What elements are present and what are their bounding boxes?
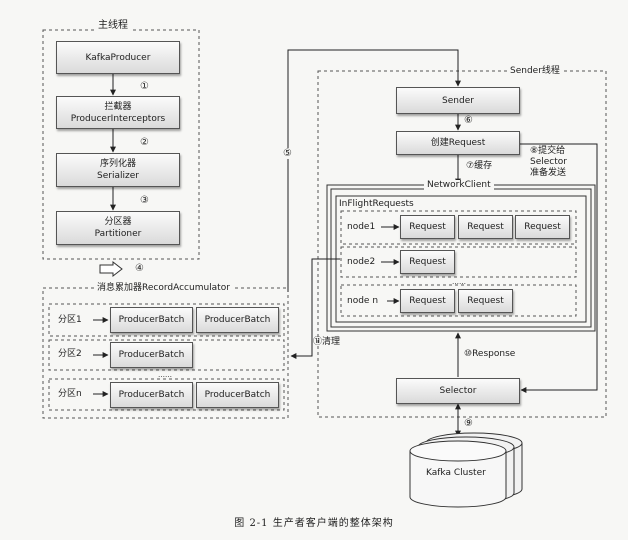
step-1-label: ①: [140, 81, 149, 92]
node-row-frame: [340, 246, 577, 278]
producer-batch: ProducerBatch: [196, 382, 279, 408]
producer-batch-label: ProducerBatch: [204, 390, 271, 400]
step-4-label: ④: [135, 263, 144, 274]
step-3-label: ③: [140, 195, 149, 206]
request-box: Request: [400, 289, 455, 313]
step-7-label: ⑦缓存: [466, 161, 493, 171]
node-row-frame: [340, 284, 577, 317]
request-box: Request: [400, 215, 455, 239]
kafka-producer-box: KafkaProducer: [56, 41, 180, 74]
node-ellipsis: ……: [452, 278, 466, 286]
arrow-4-hollow: [99, 260, 123, 278]
create-request-label: 创建Request: [430, 138, 486, 148]
create-request-box: 创建Request: [396, 131, 520, 155]
step-6-label: ⑥: [464, 115, 473, 126]
partition-label: 分区1: [58, 315, 82, 325]
arrow-11: [290, 258, 340, 359]
accumulator-title: 消息累加器RecordAccumulator: [94, 283, 233, 294]
producer-batch-label: ProducerBatch: [204, 315, 271, 325]
node-label: node n: [347, 296, 379, 306]
node-label: node2: [347, 257, 376, 267]
partition-label: 分区2: [58, 349, 82, 359]
step-5-label: ⑤: [283, 148, 292, 159]
step-10-label: ⑩Response: [464, 349, 516, 359]
partition-row-frame: [48, 303, 285, 337]
producer-batch-label: ProducerBatch: [118, 350, 185, 360]
step-8-label: ⑧提交给: [530, 146, 566, 156]
sender-thread-title: Sender线程: [507, 66, 563, 77]
partition-row-frame: [48, 378, 285, 411]
request-box: Request: [458, 215, 513, 239]
selector-label: Selector: [439, 386, 477, 396]
sender-box: Sender: [396, 87, 520, 114]
request-box: Request: [458, 289, 513, 313]
partitioner-label-cn: 分区器: [104, 217, 132, 227]
arrow-8: [520, 143, 598, 393]
request-label: Request: [409, 222, 446, 232]
request-label: Request: [467, 222, 504, 232]
kafka-cluster-cylinders: [409, 432, 523, 508]
step-2-label: ②: [140, 137, 149, 148]
producer-batch-label: ProducerBatch: [118, 390, 185, 400]
partitioner-box: 分区器 Partitioner: [56, 211, 180, 245]
serializer-box: 序列化器 Serializer: [56, 153, 180, 187]
producer-batch: ProducerBatch: [110, 307, 193, 333]
network-client-title: NetworkClient: [424, 180, 494, 191]
request-label: Request: [524, 222, 561, 232]
arrow-5: [287, 49, 461, 292]
node-row-frame: [340, 210, 577, 245]
step-9-label: ⑨: [464, 418, 473, 429]
interceptors-box: 拦截器 ProducerInterceptors: [56, 96, 180, 129]
step-8-selector: Selector: [530, 157, 567, 167]
producer-batch: ProducerBatch: [110, 342, 193, 368]
node-label: node1: [347, 222, 376, 232]
step-8-prepare: 准备发送: [530, 168, 567, 178]
kafka-cluster-label: Kafka Cluster: [426, 468, 486, 478]
partitioner-label-en: Partitioner: [94, 229, 142, 239]
step-11-label: ⑪清理: [313, 337, 341, 347]
request-label: Request: [467, 296, 504, 306]
sender-label: Sender: [442, 95, 474, 106]
producer-batch: ProducerBatch: [110, 382, 193, 408]
request-label: Request: [409, 296, 446, 306]
figure-caption: 图 2-1 生产者客户端的整体架构: [234, 518, 394, 529]
main-thread-title: 主线程: [95, 20, 131, 31]
interceptors-label-en: ProducerInterceptors: [70, 113, 166, 124]
sender-thread-region: [317, 70, 607, 418]
producer-batch-label: ProducerBatch: [118, 315, 185, 325]
request-box: Request: [515, 215, 570, 239]
inflight-requests-title: InFlightRequests: [339, 199, 414, 209]
producer-batch: ProducerBatch: [196, 307, 279, 333]
serializer-label-en: Serializer: [97, 171, 139, 181]
request-label: Request: [409, 257, 446, 267]
interceptors-label-cn: 拦截器: [104, 101, 132, 112]
serializer-label-cn: 序列化器: [99, 159, 136, 169]
kafka-producer-label: KafkaProducer: [85, 52, 151, 63]
partition-label: 分区n: [58, 389, 82, 399]
request-box: Request: [400, 250, 455, 274]
selector-box: Selector: [396, 378, 520, 404]
accumulator-ellipsis: ……: [158, 371, 172, 379]
